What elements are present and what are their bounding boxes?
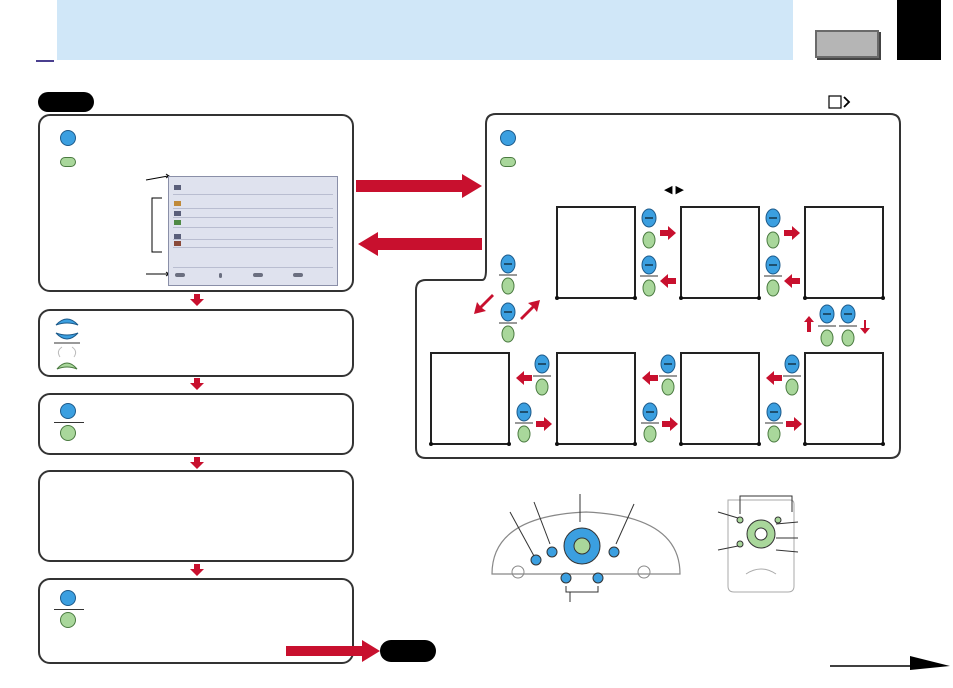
steps-pill [38, 92, 94, 112]
flow-arrow-1 [190, 294, 204, 306]
screen-preview [555, 206, 637, 300]
menu-divider [173, 247, 333, 248]
button-divider [54, 609, 84, 610]
step-2-box [38, 309, 354, 377]
step-3-box [38, 393, 354, 455]
direction-hint: ◀ ▶ [664, 184, 684, 196]
menu-picture-icon [174, 185, 181, 190]
screen-preview [679, 352, 761, 446]
onscreen-menu [168, 176, 338, 286]
flow-arrow-2 [190, 378, 204, 390]
screen-preview [803, 206, 885, 300]
menu-image-icon [174, 220, 181, 225]
menu-button-icon [60, 403, 76, 419]
menu-adjust-icon [174, 201, 181, 206]
end-pill [380, 640, 436, 662]
menu-foot-key [219, 273, 222, 278]
menu-foot-key [175, 273, 185, 277]
menu-transition-arrows [356, 174, 482, 256]
select-key-pair [515, 354, 552, 443]
flow-arrow-4 [190, 564, 204, 576]
remote-control-icon [717, 495, 799, 593]
menu-setting-icon [174, 211, 181, 216]
menu-divider [173, 208, 333, 209]
menu-button-icon [500, 130, 516, 146]
menu-divider [173, 217, 333, 218]
page-reference-icon [828, 95, 852, 109]
menu-foot-key [293, 273, 303, 277]
enter-button-icon [60, 425, 76, 441]
menu-divider [173, 227, 333, 228]
screen-preview [803, 352, 885, 446]
select-key-pair [640, 208, 676, 297]
menu-options-icon [174, 241, 181, 246]
screen-preview [679, 206, 761, 300]
enter-button-icon [60, 612, 76, 628]
enter-button-icon [500, 157, 516, 167]
screen-preview [555, 352, 637, 446]
flow-arrow-3 [190, 457, 204, 469]
select-key-pair [641, 354, 678, 443]
menu-divider [173, 239, 333, 240]
header-band [57, 0, 793, 60]
corner-tab [897, 0, 941, 60]
adjustment-panel-outline [415, 113, 901, 459]
menu-divider [173, 267, 333, 268]
menu-foot-key [253, 273, 263, 277]
menu-display-icon [174, 234, 181, 239]
select-key-pair-vertical [804, 304, 870, 347]
select-key-pair [764, 208, 800, 297]
end-arrow [286, 640, 380, 662]
select-key-up-down-icon [54, 318, 80, 370]
menu-divider [173, 194, 333, 195]
menu-button-icon [60, 130, 76, 146]
menu-button-icon [60, 590, 76, 606]
header-rule [36, 60, 54, 62]
nav-button[interactable] [815, 30, 879, 58]
step-4-box [38, 470, 354, 562]
select-key-pair [765, 354, 802, 443]
screen-preview [429, 352, 511, 446]
button-divider [54, 422, 84, 423]
enter-button-icon [60, 157, 76, 167]
select-key-pair-diagonal [474, 254, 540, 343]
projector-control-panel-icon [491, 494, 681, 602]
next-page-arrow-icon[interactable] [830, 652, 952, 672]
menu-callout-lines [145, 173, 170, 277]
